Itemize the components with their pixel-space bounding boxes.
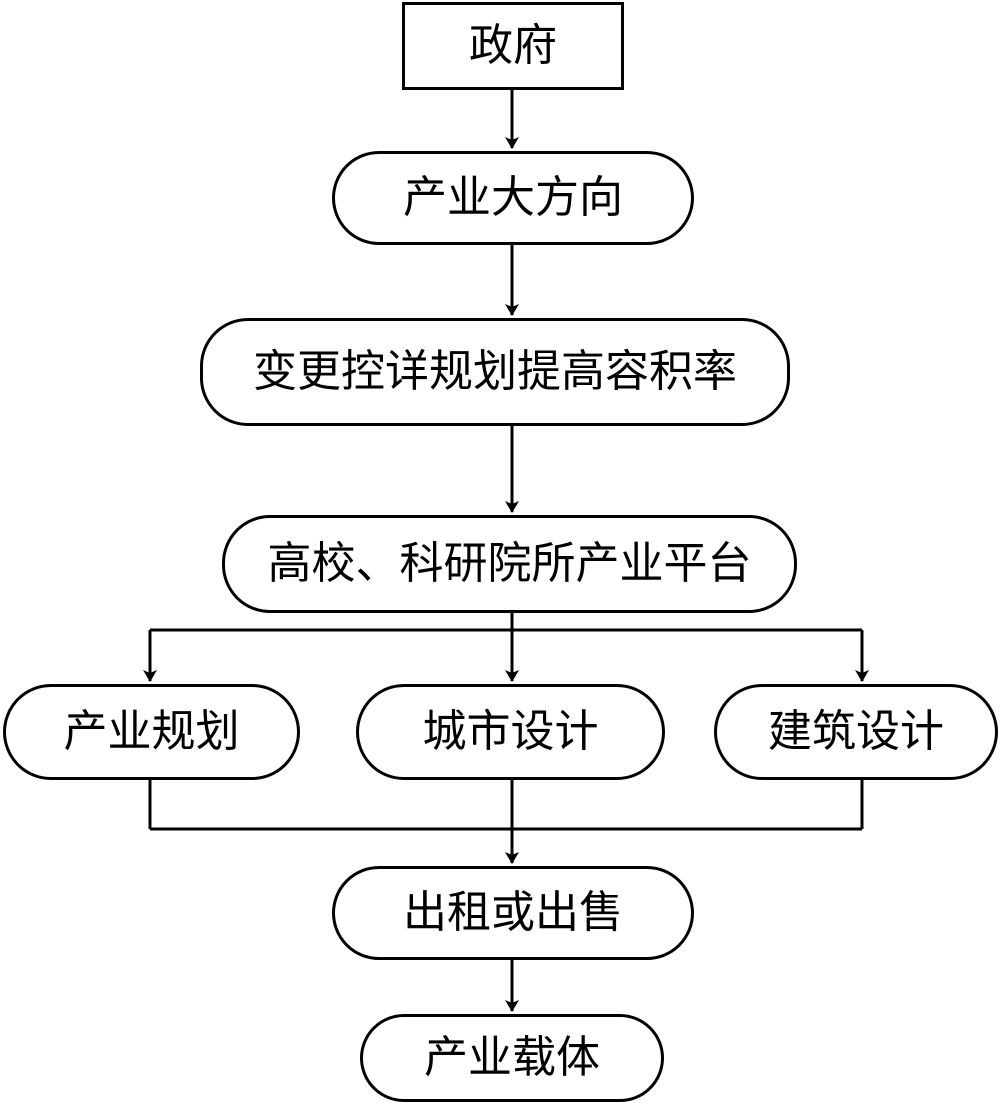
government-box: 政府 bbox=[402, 2, 624, 90]
urban-design-node: 城市设计 bbox=[356, 684, 665, 780]
industry-planning-node: 产业规划 bbox=[3, 684, 300, 780]
plan-change-node: 变更控详规划提高容积率 bbox=[200, 318, 790, 426]
architectural-design-node: 建筑设计 bbox=[714, 684, 998, 780]
industry-direction-node: 产业大方向 bbox=[332, 151, 694, 245]
rent-or-sell-node: 出租或出售 bbox=[332, 866, 694, 960]
research-platform-node: 高校、科研院所产业平台 bbox=[222, 515, 797, 613]
industry-carrier-node: 产业载体 bbox=[360, 1014, 664, 1102]
